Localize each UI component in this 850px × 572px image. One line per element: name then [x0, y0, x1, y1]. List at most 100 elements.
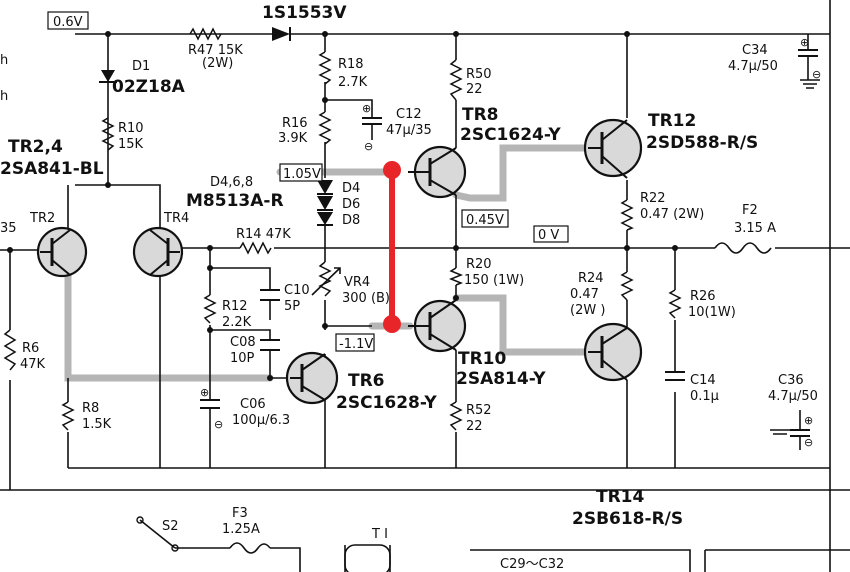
r10-value-label: 15K [118, 137, 144, 152]
fuses [229, 242, 772, 554]
tr14-label: TR14 [596, 487, 645, 507]
c34-capacitor [798, 49, 818, 70]
r20-resistor [448, 267, 464, 286]
r6-label: R6 [22, 341, 39, 356]
r6-value-label: 47K [20, 357, 46, 372]
f2-fuse-icon [714, 242, 772, 254]
r10-resistor [101, 117, 115, 151]
d4-label: D4 [342, 181, 360, 196]
f2-value-label: 3.15 A [734, 221, 776, 236]
c06-capacitor [200, 399, 220, 430]
red-annotation [383, 161, 401, 333]
d4-diode [317, 180, 333, 195]
d-top-diode [272, 27, 291, 41]
tr10-label: TR10 [458, 349, 507, 369]
r8-value-label: 1.5K [82, 417, 112, 432]
edge-label-35: 35 [0, 221, 17, 236]
resistors [3, 27, 682, 431]
r24-resistor [620, 271, 634, 301]
r47-label: R47 15K [188, 43, 243, 58]
t1-label: T I [371, 527, 388, 542]
tr8-type-label: 2SC1624-Y [460, 125, 561, 145]
r22-value-label: 0.47 (2W) [640, 207, 704, 222]
vr4-resistor [318, 261, 332, 297]
r16-label: R16 [282, 116, 308, 131]
junctions [7, 31, 678, 381]
f3-value-label: 1.25A [222, 522, 260, 537]
s2-contact-icon [136, 516, 144, 524]
voltage-output-label: 0 V [538, 228, 559, 243]
r18-label: R18 [338, 57, 364, 72]
ground-icon [770, 429, 790, 435]
tr6-type-label: 2SC1628-Y [336, 393, 437, 413]
r10-label: R10 [118, 121, 144, 136]
r50-resistor [449, 59, 463, 101]
c10-value-label: 5P [284, 299, 300, 314]
r12-value-label: 2.2K [222, 315, 252, 330]
r22-label: R22 [640, 191, 666, 206]
s2-switch-icon [171, 544, 179, 552]
vr4-wiper-icon [311, 267, 341, 296]
r26-value-label: 10(1W) [688, 305, 736, 320]
d1-zener-diode [99, 70, 117, 83]
c12-value-label: 47μ/35 [386, 123, 432, 138]
ground-icon [800, 79, 820, 89]
r20-label: R20 [466, 257, 492, 272]
f3-fuse-icon [229, 542, 271, 554]
svg-text:⊖: ⊖ [364, 140, 373, 153]
r26-label: R26 [690, 289, 716, 304]
c10-capacitor [260, 289, 280, 301]
c10-label: C10 [284, 283, 310, 298]
d6-diode [317, 196, 333, 211]
c29-label: C29〜C32 [500, 557, 564, 572]
voltage-labels: 0.6V 1.05V 0.45V 0 V -1.1V [47, 11, 569, 352]
s2-label: S2 [162, 519, 179, 534]
svg-text:⊕: ⊕ [362, 102, 371, 115]
t1-transformer-icon [344, 544, 391, 572]
tr6-transistor [285, 351, 339, 405]
f3-label: F3 [232, 506, 248, 521]
c06-label: C06 [240, 397, 266, 412]
r22-resistor [620, 199, 634, 231]
transistors [36, 118, 643, 405]
ground-symbols [770, 79, 820, 435]
vr4-value-label: 300 (B) [342, 291, 390, 306]
tr6-label: TR6 [348, 371, 385, 391]
tr2-transistor [36, 226, 88, 278]
c14-label: C14 [690, 373, 716, 388]
r52-label: R52 [466, 403, 492, 418]
tr2-label: TR2 [29, 211, 55, 226]
c14-capacitor [665, 371, 685, 381]
tr8-label: TR8 [462, 105, 499, 125]
voltage-top-label: 0.6V [53, 15, 83, 30]
polarity-marks: ⊕ ⊕ ⊕ ⊕ ⊖ ⊖ ⊖ ⊖ [200, 36, 821, 449]
r14-label: R14 47K [236, 227, 291, 242]
r14-resistor [239, 241, 272, 255]
tr4-label: TR4 [163, 211, 189, 226]
tr10-transistor [408, 299, 467, 353]
r26-resistor [668, 289, 682, 319]
d1-type-label: 02Z18A [112, 77, 186, 97]
d468-type-label: M8513A-R [186, 191, 284, 211]
r24-label: R24 [578, 271, 604, 286]
r16-value-label: 3.9K [278, 131, 308, 146]
c36-label: C36 [778, 373, 804, 388]
d468-label: D4,6,8 [210, 175, 253, 190]
svg-text:⊕: ⊕ [200, 386, 209, 399]
svg-text:⊖: ⊖ [214, 418, 223, 431]
c12-label: C12 [396, 107, 422, 122]
tr24-type-label: 2SA841-BL [0, 159, 104, 179]
r16-resistor [318, 111, 332, 145]
tr12-transistor [583, 118, 643, 179]
d-top-label: 1S1553V [262, 3, 347, 23]
c36-capacitor [790, 429, 810, 450]
r18-resistor [318, 51, 332, 85]
c14-value-label: 0.1μ [690, 389, 719, 404]
svg-text:⊕: ⊕ [804, 414, 813, 427]
capacitors [200, 49, 818, 450]
tr14-type-label: 2SB618-R/S [572, 509, 683, 529]
voltage-tr8-emitter-label: 0.45V [466, 213, 504, 228]
r12-label: R12 [222, 299, 248, 314]
